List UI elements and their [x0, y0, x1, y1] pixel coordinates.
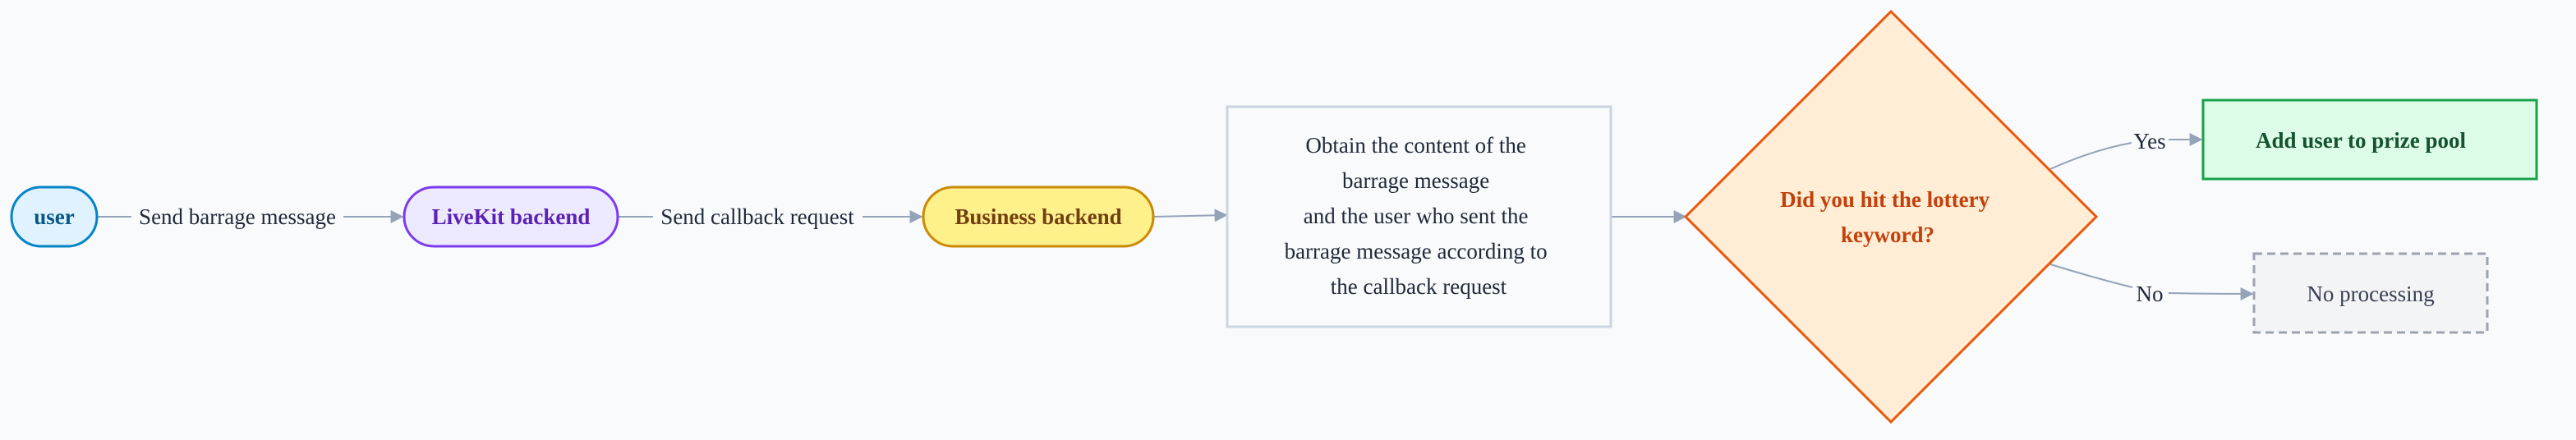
- edge-label-no: No: [2137, 282, 2164, 306]
- obtain-line: Obtain the content of the: [1305, 133, 1525, 158]
- node-livekit-backend: [402, 186, 619, 248]
- edge-label-bg: [653, 200, 862, 233]
- decision-line: keyword?: [1841, 222, 1934, 247]
- node-add-to-prize-pool-label: Add user to prize pool: [2256, 128, 2467, 153]
- node-obtain-content: [1226, 105, 1612, 328]
- node-livekit-backend-label: LiveKit backend: [432, 204, 591, 229]
- node-no-processing: [2252, 252, 2489, 334]
- node-business-backend-label: Business backend: [954, 204, 1121, 229]
- obtain-line: the callback request: [1331, 274, 1507, 299]
- obtain-line: barrage message according to: [1285, 239, 1548, 264]
- edge-label-bg: [131, 200, 343, 233]
- edge-label-yes: Yes: [2133, 129, 2165, 154]
- node-add-to-prize-pool: [2201, 99, 2538, 181]
- edges-layer: [97, 140, 2252, 294]
- decision-line: Did you hit the lottery: [1780, 187, 1990, 212]
- edge-label-send-callback: Send callback request: [660, 204, 854, 229]
- edge-decision-to-prize: [2049, 140, 2201, 170]
- obtain-line: and the user who sent the: [1304, 204, 1529, 228]
- node-user-label: user: [34, 204, 75, 229]
- edge-label-send-barrage: Send barrage message: [139, 204, 336, 229]
- edge-decision-to-noproc: [2049, 264, 2252, 294]
- node-no-processing-label: No processing: [2307, 282, 2434, 306]
- node-decision-diamond: [1683, 9, 2099, 424]
- node-business-backend: [922, 186, 1155, 248]
- node-obtain-content-label: Obtain the content of the barrage messag…: [1285, 133, 1553, 299]
- nodes-layer: user LiveKit backend Business backend Ob…: [10, 9, 2538, 424]
- edge-labels-layer: Send barrage message Send callback reque…: [131, 129, 2166, 306]
- node-user: [10, 186, 99, 248]
- node-decision-label: Did you hit the lottery keyword?: [1780, 187, 1995, 247]
- obtain-line: barrage message: [1342, 168, 1489, 193]
- edge-business-to-obtain: [1152, 209, 1228, 222]
